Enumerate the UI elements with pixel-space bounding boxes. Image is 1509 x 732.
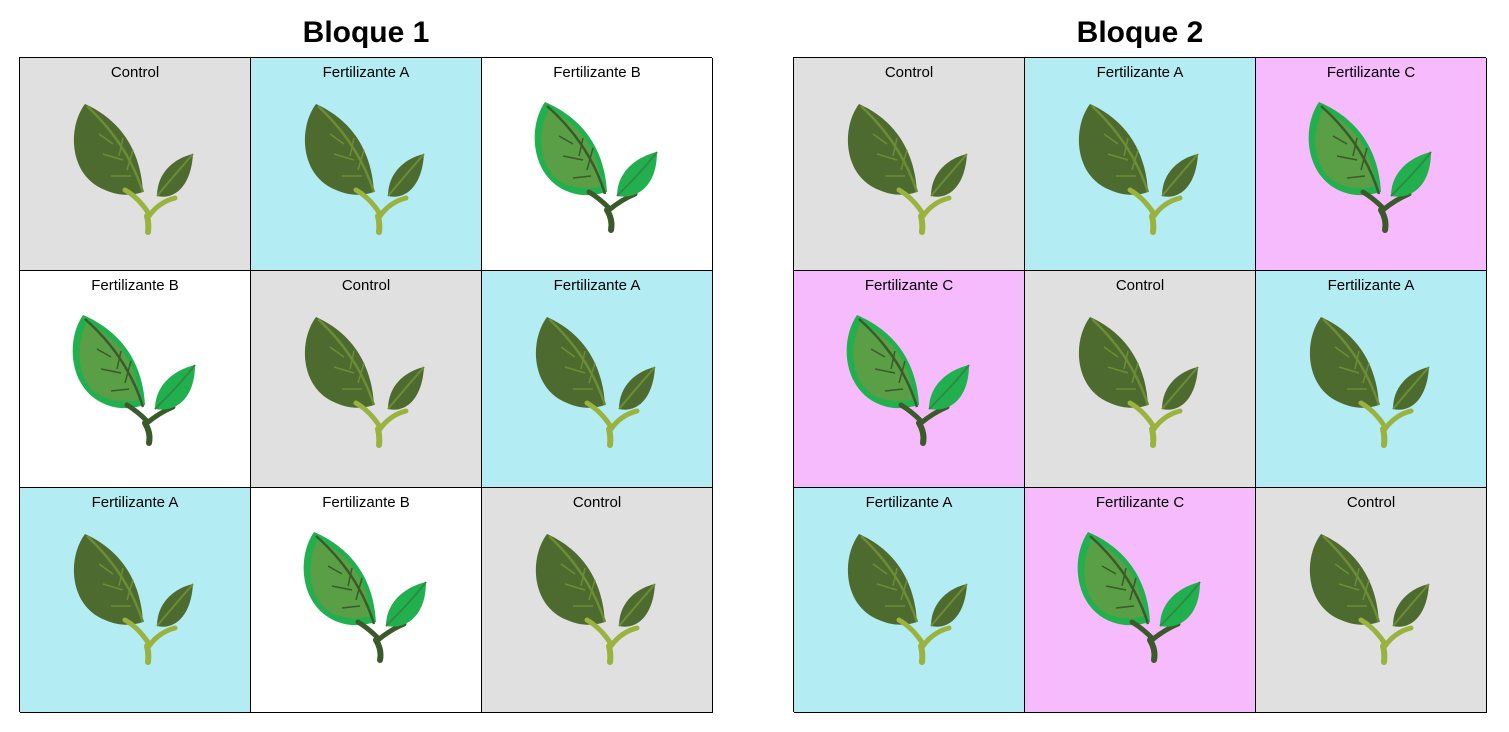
bright-seedling-icon [534,102,658,233]
block-1-title: Bloque 1 [302,16,430,49]
dark-seedling-icon [535,317,656,448]
plot-label: Fertilizante A [322,64,410,81]
bright-seedling-icon [1077,532,1201,663]
plot-label: Fertilizante A [865,494,953,511]
plot-cell: Fertilizante A [20,488,251,713]
plot-cell: Control [251,271,482,488]
bright-seedling-icon [303,532,427,663]
plot-cell: Fertilizante A [1025,58,1256,271]
plot-label: Fertilizante B [322,494,410,511]
plot-label: Control [1346,494,1396,511]
plot-cell: Fertilizante A [251,58,482,271]
plot-cell: Control [482,488,713,713]
dark-seedling-icon [847,534,968,665]
plot-cell: Fertilizante B [20,271,251,488]
dark-seedling-icon [73,104,194,235]
dark-seedling-icon [73,534,194,665]
bright-seedling-icon [1308,102,1432,233]
dark-seedling-icon [304,104,425,235]
plot-label: Control [110,64,160,81]
plot-label: Fertilizante A [1327,277,1415,294]
plot-cell: Fertilizante C [1025,488,1256,713]
plot-label: Fertilizante C [1326,64,1416,81]
dark-seedling-icon [304,317,425,448]
dark-seedling-icon [1078,104,1199,235]
plot-cell: Fertilizante A [794,488,1025,713]
dark-seedling-icon [535,534,656,665]
plot-label: Fertilizante A [1096,64,1184,81]
bright-seedling-icon [72,315,196,446]
plot-cell: Control [20,58,251,271]
plot-cell: Control [1256,488,1487,713]
plot-cell: Fertilizante C [1256,58,1487,271]
plot-cell: Fertilizante B [482,58,713,271]
block-2-title: Bloque 2 [1076,16,1204,49]
dark-seedling-icon [1309,534,1430,665]
plot-label: Control [884,64,934,81]
plot-label: Fertilizante A [553,277,641,294]
plot-label: Fertilizante C [1095,494,1185,511]
plot-cell: Control [794,58,1025,271]
dark-seedling-icon [1078,317,1199,448]
plot-label: Fertilizante B [553,64,641,81]
plot-cell: Control [1025,271,1256,488]
plot-label: Fertilizante C [864,277,954,294]
dark-seedling-icon [1309,317,1430,448]
plot-cell: Fertilizante B [251,488,482,713]
plot-label: Control [341,277,391,294]
plot-label: Fertilizante B [91,277,179,294]
dark-seedling-icon [847,104,968,235]
plot-label: Control [572,494,622,511]
plot-cell: Fertilizante C [794,271,1025,488]
plot-label: Fertilizante A [91,494,179,511]
bright-seedling-icon [846,315,970,446]
plot-label: Control [1115,277,1165,294]
plot-cell: Fertilizante A [1256,271,1487,488]
plot-cell: Fertilizante A [482,271,713,488]
